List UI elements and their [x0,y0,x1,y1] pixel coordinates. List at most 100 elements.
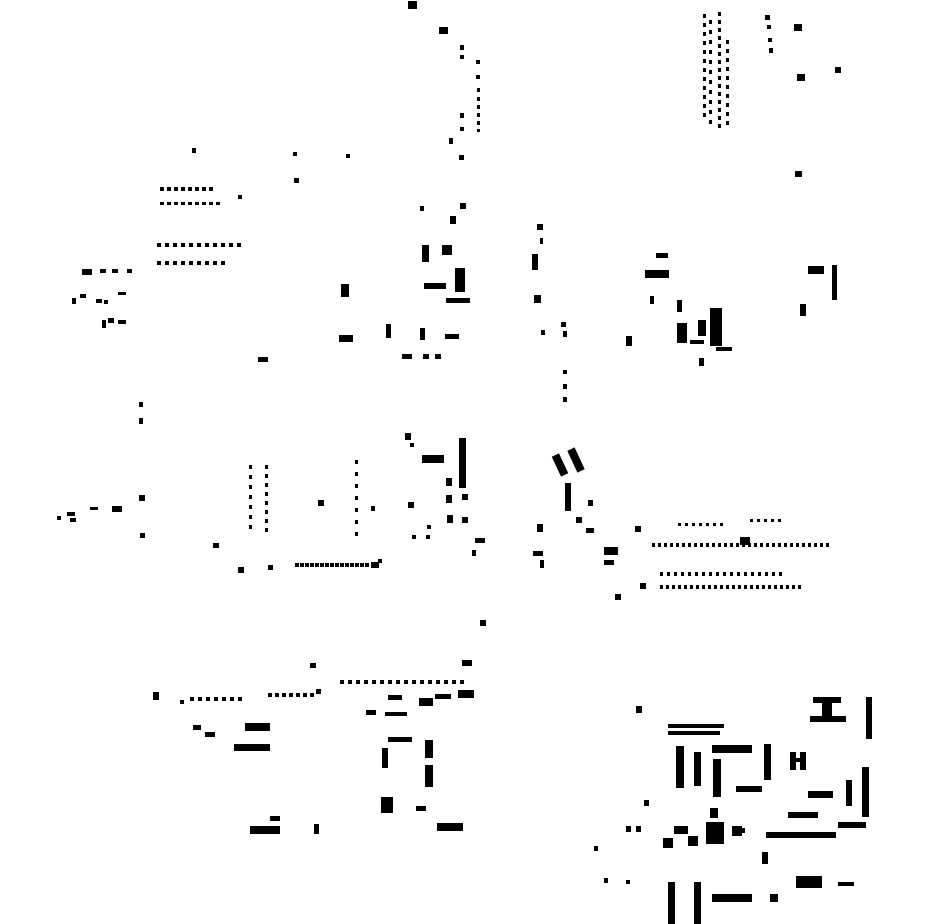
building [480,620,486,626]
building [652,543,655,547]
building [205,732,215,737]
building [736,786,762,792]
building [762,852,768,864]
building [303,693,307,697]
building [205,243,209,247]
building [703,68,706,72]
building [339,335,353,342]
building [205,261,209,265]
building [477,88,480,92]
building [668,724,724,728]
building [694,752,701,786]
building [265,528,268,532]
building [757,519,760,522]
building [165,261,169,265]
building [677,323,687,343]
building [802,543,805,547]
building [197,243,201,247]
building [540,238,543,244]
building [813,697,841,703]
building [690,340,704,344]
building [446,495,452,503]
building [330,563,334,567]
building [703,77,706,81]
building [790,758,806,762]
building [604,547,618,555]
building [769,48,773,53]
building [139,418,143,424]
building [668,882,675,924]
building [188,202,192,205]
building [703,41,706,45]
building [265,474,268,478]
building [750,519,753,522]
building [477,97,480,101]
building [718,84,721,88]
building [703,95,706,99]
building [112,269,118,273]
building [222,697,226,701]
building [102,320,106,328]
building [238,697,242,701]
building [708,585,711,589]
building [712,745,752,753]
building [713,523,716,526]
building [800,304,806,316]
building [706,523,709,526]
building [808,266,824,274]
building [475,538,485,543]
building [213,243,217,247]
building [372,680,376,684]
building [660,585,663,589]
building [460,45,464,50]
building [676,746,684,788]
building [744,572,747,576]
building [419,698,433,706]
building [189,243,193,247]
building [460,127,464,131]
building [644,800,649,806]
building [565,483,571,511]
building [189,261,193,265]
building [796,543,799,547]
building [462,494,468,500]
building [718,36,721,40]
building [214,697,218,701]
building [404,680,408,684]
building [709,110,712,114]
building [458,690,474,698]
building [444,680,448,684]
building [718,28,721,32]
building [710,308,722,346]
building [294,178,299,183]
building [718,76,721,80]
building [386,324,391,338]
building [726,76,729,80]
building [268,693,272,697]
building [202,202,206,205]
building [335,563,339,567]
building [709,90,712,94]
building [726,67,729,71]
building [198,697,202,701]
building [82,269,92,275]
building [838,822,866,828]
building [702,585,705,589]
building [112,506,122,512]
building [250,826,280,834]
building [424,283,446,289]
building [703,86,706,90]
building [703,32,706,36]
building [712,543,715,547]
building [718,52,721,56]
building [249,495,252,499]
building [371,562,379,568]
building [381,797,393,813]
building [160,202,164,205]
building [416,806,426,811]
building [197,261,201,265]
building [700,543,703,547]
building [699,358,704,366]
building [476,60,480,64]
building [405,433,411,440]
